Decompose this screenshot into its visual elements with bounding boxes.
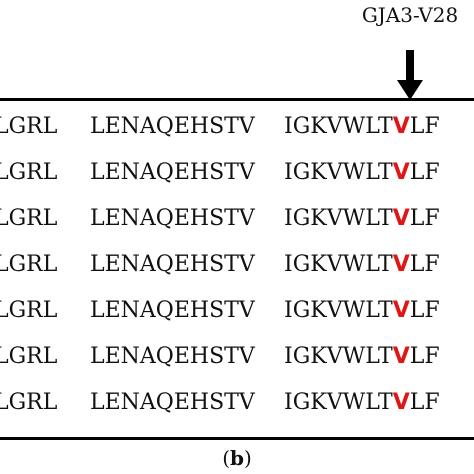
segment-middle: LENAQEHSTV — [90, 344, 255, 369]
segment-right-prefix: IGKVWLT — [284, 390, 393, 415]
segment-middle: LENAQEHSTV — [90, 252, 255, 277]
segment-right-prefix: IGKVWLT — [284, 252, 393, 277]
marker-label: GJA3-V28 — [361, 3, 459, 27]
segment-right-suffix: LF — [409, 206, 440, 231]
arrow-head — [397, 80, 423, 100]
segment-middle: LENAQEHSTV — [90, 160, 255, 185]
alignment-row: LGRL LENAQEHSTV IGKVWLTVLF — [0, 150, 474, 196]
highlighted-residue: V — [392, 252, 410, 277]
highlighted-residue: V — [392, 114, 410, 139]
alignment-row: LGRL LENAQEHSTV IGKVWLTVLF — [0, 196, 474, 242]
segment-right-suffix: LF — [409, 252, 440, 277]
segment-left: LGRL — [0, 160, 58, 185]
caption-label: b — [230, 446, 244, 470]
segment-left: LGRL — [0, 206, 58, 231]
top-rule — [0, 98, 474, 101]
alignment-rows: LGRL LENAQEHSTV IGKVWLTVLF LGRL LENAQEHS… — [0, 104, 474, 426]
segment-right-prefix: IGKVWLT — [284, 114, 393, 139]
segment-right-suffix: LF — [409, 344, 440, 369]
segment-right: IGKVWLTVLF — [284, 380, 440, 426]
alignment-row: LGRL LENAQEHSTV IGKVWLTVLF — [0, 104, 474, 150]
segment-right: IGKVWLTVLF — [284, 334, 440, 380]
segment-right-prefix: IGKVWLT — [284, 160, 393, 185]
segment-left: LGRL — [0, 114, 58, 139]
segment-right: IGKVWLTVLF — [284, 150, 440, 196]
alignment-row: LGRL LENAQEHSTV IGKVWLTVLF — [0, 242, 474, 288]
bottom-rule — [0, 437, 474, 440]
segment-right: IGKVWLTVLF — [284, 288, 440, 334]
caption-close-paren: ) — [243, 446, 252, 470]
segment-middle: LENAQEHSTV — [90, 298, 255, 323]
alignment-row: LGRL LENAQEHSTV IGKVWLTVLF — [0, 334, 474, 380]
segment-right-prefix: IGKVWLT — [284, 344, 393, 369]
highlighted-residue: V — [392, 298, 410, 323]
segment-left: LGRL — [0, 390, 58, 415]
arrow-shaft — [406, 50, 414, 82]
segment-right-suffix: LF — [409, 390, 440, 415]
caption-open-paren: ( — [222, 446, 230, 470]
segment-left: LGRL — [0, 298, 58, 323]
alignment-row: LGRL LENAQEHSTV IGKVWLTVLF — [0, 288, 474, 334]
segment-right: IGKVWLTVLF — [284, 104, 440, 150]
alignment-row: LGRL LENAQEHSTV IGKVWLTVLF — [0, 380, 474, 426]
segment-left: LGRL — [0, 252, 58, 277]
segment-right-suffix: LF — [409, 298, 440, 323]
segment-right: IGKVWLTVLF — [284, 196, 440, 242]
highlighted-residue: V — [392, 344, 410, 369]
segment-right: IGKVWLTVLF — [284, 242, 440, 288]
segment-middle: LENAQEHSTV — [90, 114, 255, 139]
down-arrow-icon — [397, 50, 423, 100]
segment-right-prefix: IGKVWLT — [284, 298, 393, 323]
panel-caption: (b) — [0, 444, 474, 472]
highlighted-residue: V — [392, 390, 410, 415]
segment-right-prefix: IGKVWLT — [284, 206, 393, 231]
segment-right-suffix: LF — [409, 160, 440, 185]
segment-middle: LENAQEHSTV — [90, 206, 255, 231]
segment-left: LGRL — [0, 344, 58, 369]
highlighted-residue: V — [392, 160, 410, 185]
segment-middle: LENAQEHSTV — [90, 390, 255, 415]
highlighted-residue: V — [392, 206, 410, 231]
segment-right-suffix: LF — [409, 114, 440, 139]
